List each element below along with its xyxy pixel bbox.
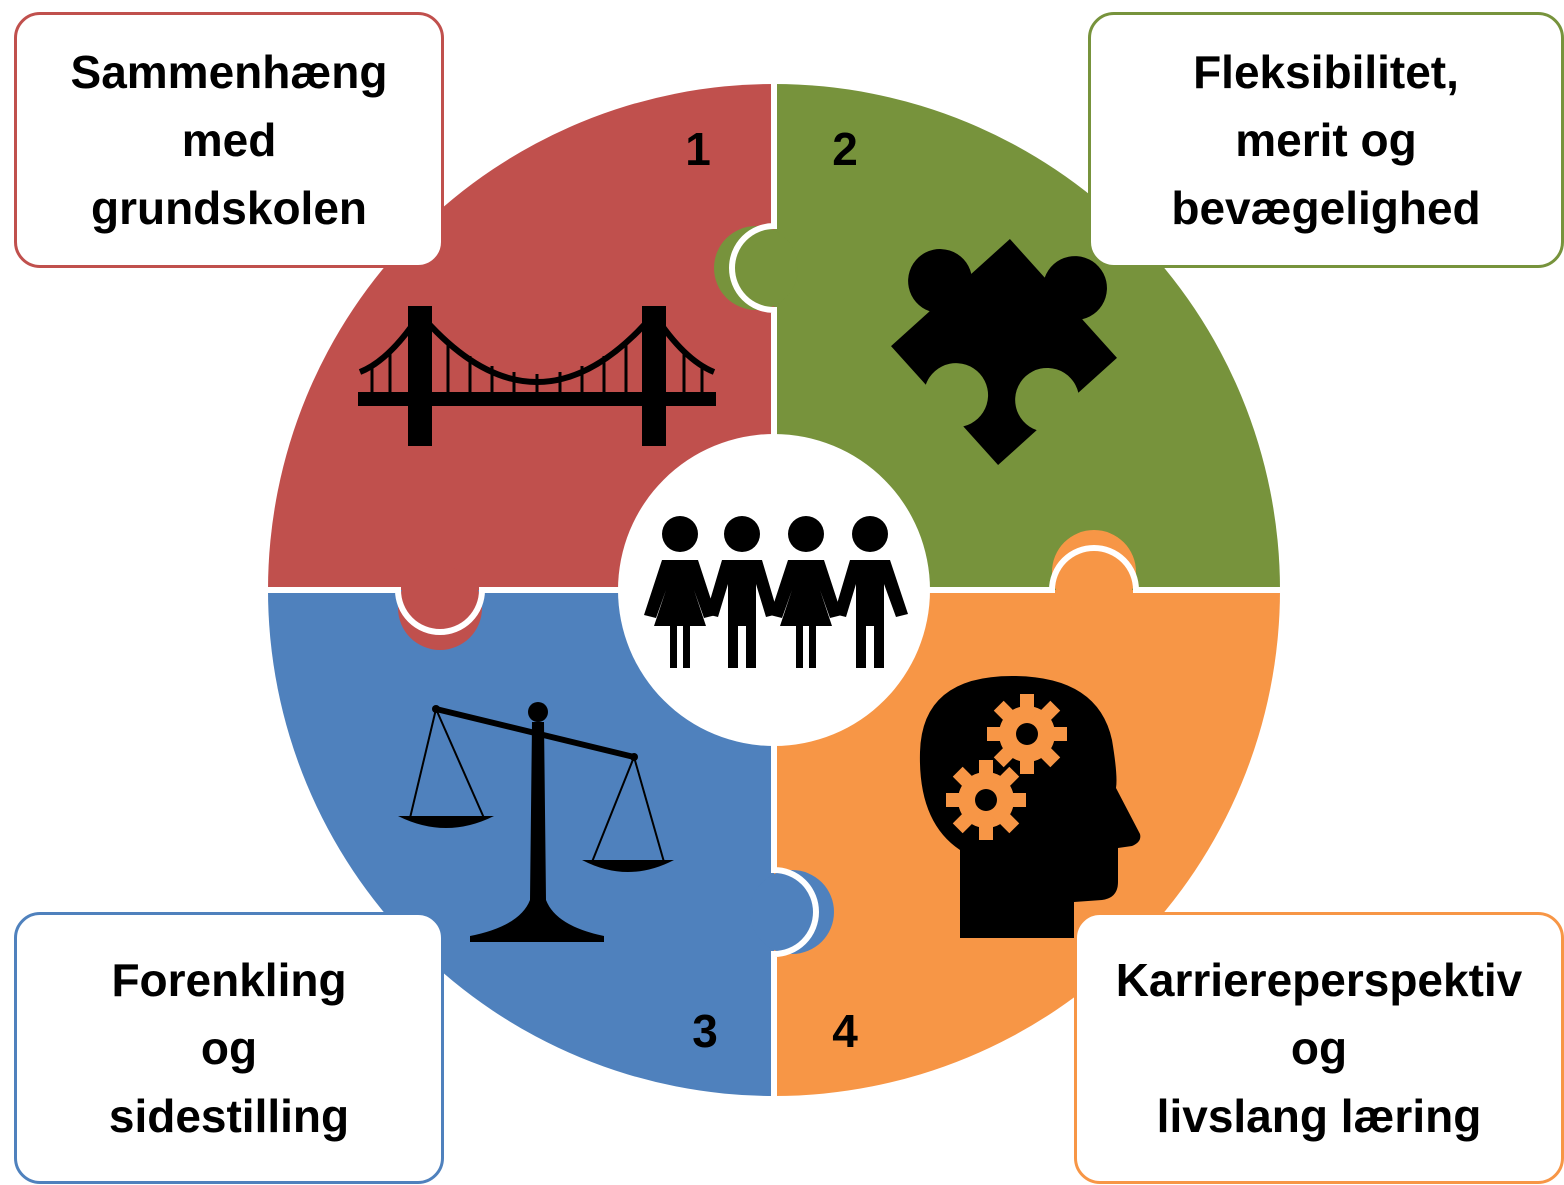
people-group-icon xyxy=(644,516,908,668)
segment-3-shape xyxy=(268,590,774,1096)
puzzle-tab-orange xyxy=(1052,530,1136,614)
separator-lines xyxy=(268,84,1280,1096)
puzzle-piece-icon xyxy=(891,239,1117,465)
label-2-line-1: Fleksibilitet, xyxy=(1193,46,1459,98)
label-4-line-3: livslang læring xyxy=(1156,1090,1482,1142)
segment-3-number: 3 xyxy=(692,1005,718,1057)
head-gears-icon xyxy=(919,676,1141,938)
label-3-line-1: Forenkling xyxy=(111,954,347,1006)
puzzle-tab-green xyxy=(714,226,798,310)
label-2-line-2: merit og xyxy=(1235,114,1417,166)
segment-2-number: 2 xyxy=(832,123,858,175)
label-box-1: Sammenhæng med grundskolen xyxy=(14,12,444,268)
label-1-line-2: med xyxy=(181,114,277,166)
label-1-line-3: grundskolen xyxy=(90,182,368,234)
balance-scale-icon xyxy=(398,702,674,942)
label-box-3: Forenkling og sidestilling xyxy=(14,912,444,1184)
segment-1-number: 1 xyxy=(685,123,711,175)
label-box-4: Karriereperspektiv og livslang læring xyxy=(1074,912,1564,1184)
label-1-line-1: Sammenhæng xyxy=(70,46,388,98)
puzzle-tab-blue xyxy=(750,870,834,954)
puzzle-tab-red xyxy=(398,566,482,650)
label-3-line-3: sidestilling xyxy=(108,1090,350,1142)
segment-1-shape xyxy=(268,84,774,590)
segment-4-number: 4 xyxy=(832,1005,858,1057)
label-2-line-3: bevægelighed xyxy=(1171,182,1481,234)
label-3-line-2: og xyxy=(200,1022,258,1074)
label-box-2: Fleksibilitet, merit og bevægelighed xyxy=(1088,12,1564,268)
label-4-line-1: Karriereperspektiv xyxy=(1115,954,1523,1006)
center-circle xyxy=(618,434,930,746)
bridge-icon xyxy=(358,306,716,446)
label-4-line-2: og xyxy=(1290,1022,1348,1074)
